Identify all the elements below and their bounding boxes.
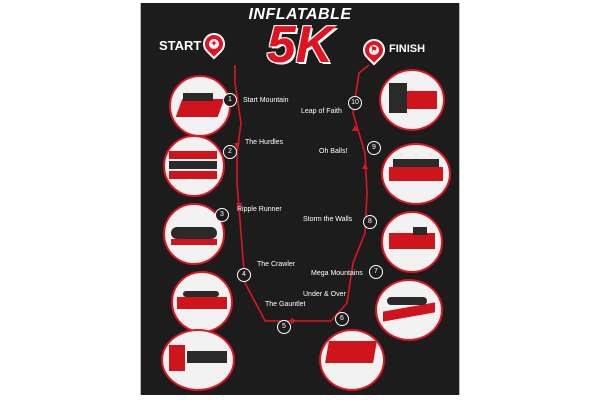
- stop-label: The Gauntlet: [265, 301, 306, 308]
- brand-title: 5K: [266, 16, 334, 74]
- route-arrow: [234, 143, 240, 149]
- obstacle-image-10: [379, 69, 445, 131]
- obstacle-image-9: [381, 143, 451, 205]
- stop-number: 9: [367, 141, 381, 155]
- stop-number: 1: [223, 93, 237, 107]
- obstacle-image-2: [163, 135, 225, 197]
- stop-label: Under & Over: [303, 291, 346, 298]
- route-arrow: [352, 125, 358, 131]
- stop-label: Leap of Faith: [301, 108, 342, 115]
- stop-label: Mega Mountains: [311, 270, 363, 277]
- stop-number: 10: [348, 96, 362, 110]
- finish-label: FINISH: [389, 43, 426, 55]
- obstacle-image-4: [171, 271, 233, 333]
- stop-label: Oh Balls!: [319, 148, 348, 155]
- stop-label: The Crawler: [257, 261, 296, 268]
- obstacle-image-3: [163, 203, 225, 265]
- stop-number: 4: [237, 268, 251, 282]
- route-arrow: [236, 203, 242, 209]
- stop-label: Start Mountain: [243, 97, 289, 104]
- stop-number: 5: [277, 320, 291, 334]
- route-line: [234, 64, 370, 322]
- route-arrow: [291, 318, 297, 324]
- obstacle-image-8: [381, 211, 443, 273]
- stop-number: 2: [223, 145, 237, 159]
- obstacle-image-6: [319, 329, 385, 391]
- obstacle-image-1: [169, 75, 231, 137]
- stop-number: 3: [215, 208, 229, 222]
- inflatable-5k-poster: INFLATABLE 5K START ✦ ⚑ FINISH 1 Start M…: [140, 3, 460, 395]
- obstacle-image-7: [375, 279, 443, 341]
- stop-label: Ripple Runner: [237, 206, 282, 213]
- start-label: START: [159, 38, 202, 53]
- route-arrow: [362, 163, 368, 169]
- stop-label: The Hurdles: [245, 139, 284, 146]
- stop-label: Storm the Walls: [303, 216, 353, 223]
- brand-wordmark: INFLATABLE: [248, 6, 352, 23]
- stop-number: 8: [363, 215, 377, 229]
- obstacle-image-5: [161, 329, 235, 391]
- stop-number: 6: [335, 312, 349, 326]
- stop-number: 7: [369, 265, 383, 279]
